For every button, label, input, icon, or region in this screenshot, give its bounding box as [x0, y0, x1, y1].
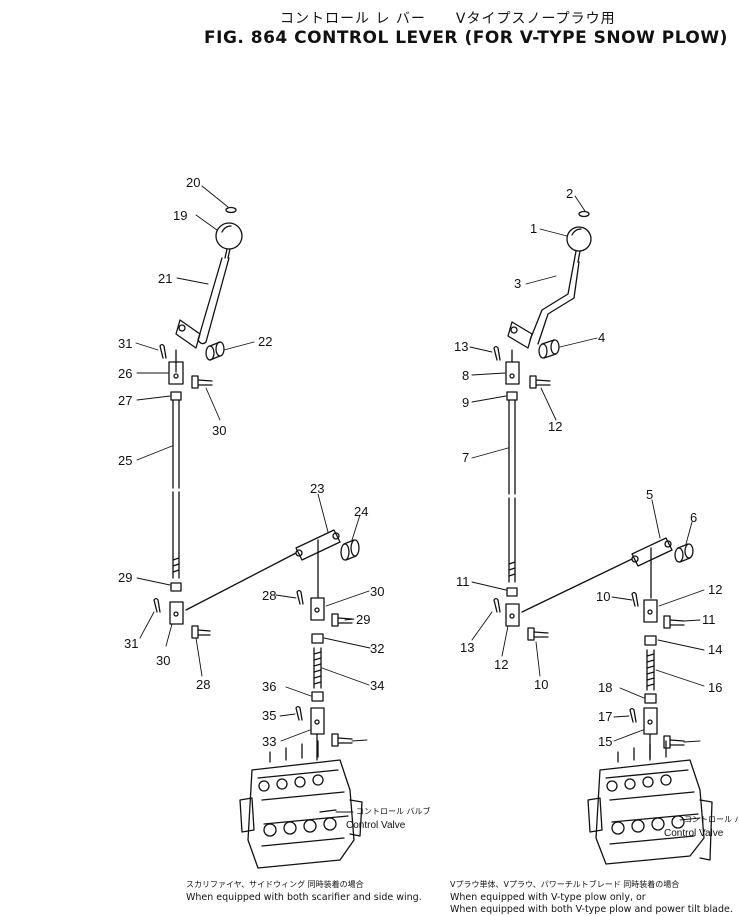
callout: 13 — [460, 640, 474, 655]
callout: 23 — [310, 481, 324, 496]
callout: 12 — [708, 582, 722, 597]
control-valve-label-right: Control Valve — [664, 828, 724, 839]
note-right-line-1: When equipped with V-type plow only, or — [450, 892, 646, 903]
note-left: When equipped with both scarifier and si… — [186, 892, 422, 903]
bushing-22 — [209, 341, 221, 361]
rod-25 — [172, 399, 180, 579]
note-right-jp: Vプラウ単体、Vプラウ、パワーチルトブレード 同時装着の場合 — [450, 879, 679, 889]
callout: 20 — [186, 175, 200, 190]
left-lever-assembly — [153, 206, 363, 869]
bell-crank-23 — [295, 529, 341, 561]
control-valve-right — [587, 740, 713, 865]
rod-7 — [508, 399, 516, 583]
callout: 11 — [456, 574, 470, 589]
control-valve-label-jp-right: コントロール バルブ — [684, 814, 739, 824]
pin-30 — [191, 375, 213, 389]
callout: 29 — [118, 570, 132, 585]
callout: 34 — [370, 678, 384, 693]
callout: 12 — [494, 657, 508, 672]
callout: 7 — [462, 450, 469, 465]
callout: 32 — [370, 641, 384, 656]
knob-19 — [215, 222, 243, 250]
callout: 36 — [262, 679, 276, 694]
callout: 3 — [514, 276, 521, 291]
callout: 2 — [566, 186, 573, 201]
control-valve-label-left: Control Valve — [346, 820, 406, 831]
knob-highlight — [221, 225, 232, 233]
callout: 15 — [598, 734, 612, 749]
bell-crank-5 — [631, 537, 673, 567]
right-callouts: 2 1 3 4 13 8 9 12 7 5 6 11 13 10 12 10 1… — [454, 186, 722, 749]
callout: 25 — [118, 453, 132, 468]
callout: 5 — [646, 487, 653, 502]
left-callouts: 20 19 21 22 31 26 27 30 25 23 24 29 31 2… — [118, 175, 384, 749]
lever-21 — [197, 257, 230, 343]
callout: 13 — [454, 339, 468, 354]
japanese-title: コントロール レ バー Vタイプスノープラウ用 — [280, 11, 616, 27]
callout: 30 — [212, 423, 226, 438]
callout: 11 — [702, 612, 716, 627]
control-valve-label-jp-left: コントロール バルブ — [356, 806, 431, 816]
note-left-jp: スカリファイヤ、サイドウィング 同時装着の場合 — [186, 879, 364, 889]
callout: 10 — [534, 677, 548, 692]
callout: 31 — [124, 636, 138, 651]
callout: 24 — [354, 504, 368, 519]
callout: 33 — [262, 734, 276, 749]
bushing-24 — [343, 539, 357, 561]
rod-14 — [646, 649, 655, 691]
callout: 31 — [118, 336, 132, 351]
callout: 8 — [462, 368, 469, 383]
lever-3 — [529, 261, 580, 345]
callout: 16 — [708, 680, 722, 695]
note-right-line-2: When equipped with both V-type plow and … — [450, 904, 733, 915]
callout: 22 — [258, 334, 272, 349]
clevis-33 — [310, 707, 325, 735]
clevis-28 — [169, 601, 184, 625]
nut-27 — [170, 391, 182, 401]
callout: 1 — [530, 221, 537, 236]
callout: 26 — [118, 366, 132, 381]
callout: 30 — [156, 653, 170, 668]
callout: 17 — [598, 709, 612, 724]
callout: 12 — [548, 419, 562, 434]
knob-1 — [566, 226, 592, 252]
callout: 10 — [596, 589, 610, 604]
right-lever-assembly — [493, 210, 713, 865]
nut-29 — [170, 582, 182, 592]
callout: 19 — [173, 208, 187, 223]
callout: 28 — [262, 588, 276, 603]
callout: 9 — [462, 395, 469, 410]
figure-title: FIG. 864 CONTROL LEVER (FOR V-TYPE SNOW … — [204, 28, 728, 48]
callout: 14 — [708, 642, 722, 657]
callout: 35 — [262, 708, 276, 723]
callout: 29 — [356, 612, 370, 627]
callout: 30 — [370, 584, 384, 599]
callout: 27 — [118, 393, 132, 408]
leader-lines — [135, 185, 705, 821]
rod-32 — [313, 647, 322, 689]
callout: 28 — [196, 677, 210, 692]
cotter-pin-31 — [159, 343, 167, 359]
snap-ring-20 — [225, 206, 237, 214]
callout: 4 — [598, 330, 605, 345]
callout: 21 — [158, 271, 172, 286]
callout: 18 — [598, 680, 612, 695]
callout: 6 — [690, 510, 697, 525]
control-valve-left — [239, 740, 363, 869]
